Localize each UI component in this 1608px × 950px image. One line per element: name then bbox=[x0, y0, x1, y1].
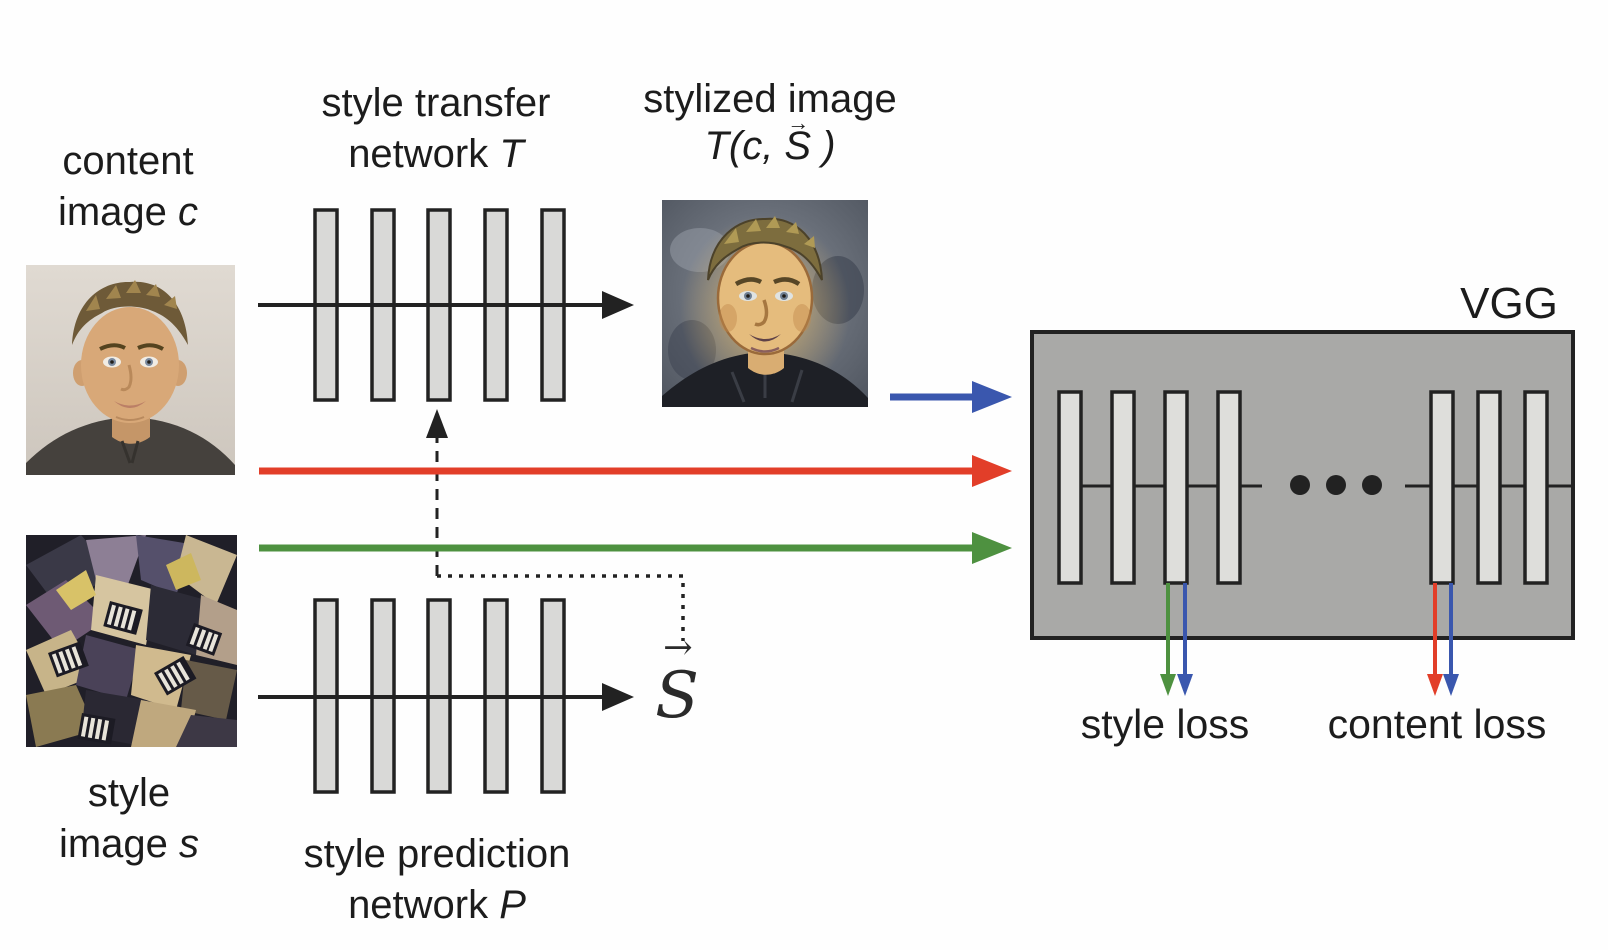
vgg-right-layers bbox=[1429, 390, 1549, 585]
vector-arrow-icon: → bbox=[787, 110, 810, 135]
vgg-ellipsis-dots bbox=[1290, 475, 1382, 495]
vgg-left-layers bbox=[1057, 390, 1242, 585]
content-loss-label: content loss bbox=[1327, 701, 1547, 747]
style-vector-dashed-arrow bbox=[426, 409, 685, 641]
transfer-network-label: style transfer network T bbox=[321, 81, 551, 176]
stylized-arrow-blue bbox=[890, 381, 1012, 413]
style-image-painting bbox=[26, 535, 237, 747]
vgg-label: VGG bbox=[1460, 279, 1558, 328]
style-arrow-green bbox=[259, 532, 1012, 564]
style-loss-label: style loss bbox=[1080, 701, 1250, 747]
stylized-image-photo bbox=[662, 200, 868, 407]
style-vector-symbol: →S bbox=[655, 627, 699, 733]
style-image-illustration bbox=[26, 535, 237, 747]
transfer-network-arrow bbox=[258, 291, 634, 319]
vector-arrow-icon: → bbox=[663, 627, 693, 669]
stylized-image-label: stylized image T(c, →S ) bbox=[643, 77, 897, 169]
content-arrow-red bbox=[259, 455, 1012, 487]
stylized-image-illustration bbox=[662, 200, 868, 407]
content-image-label: content image c bbox=[57, 139, 199, 234]
prediction-network-arrow bbox=[258, 683, 634, 711]
style-image-label: style image s bbox=[58, 771, 200, 866]
content-image-illustration bbox=[26, 265, 235, 475]
content-image-photo bbox=[26, 265, 235, 475]
content-loss-arrows bbox=[1427, 583, 1459, 696]
prediction-network-label: style prediction network P bbox=[303, 832, 571, 927]
formula-style-vector: →S bbox=[784, 110, 812, 169]
style-loss-arrows bbox=[1160, 583, 1193, 696]
